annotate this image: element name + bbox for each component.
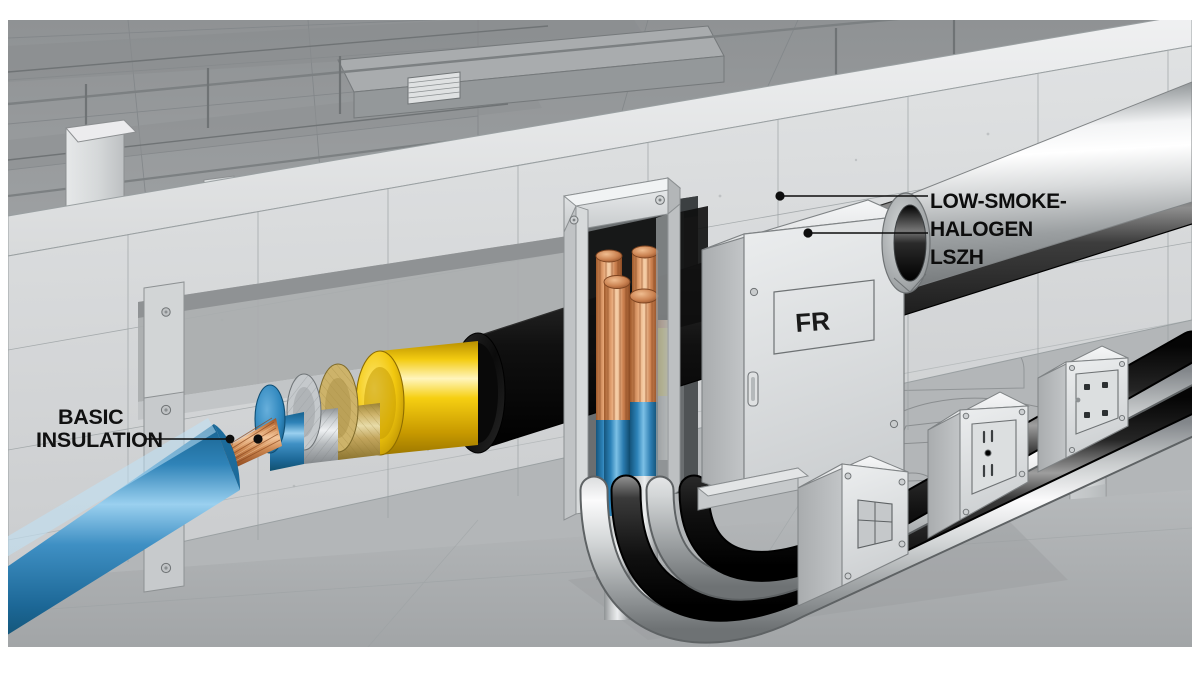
junction-box-3[interactable] bbox=[1037, 345, 1129, 473]
enclosure-handle[interactable] bbox=[747, 371, 759, 407]
plate-screw bbox=[160, 307, 172, 574]
faceplate-grid[interactable] bbox=[857, 499, 893, 549]
leader-dot bbox=[225, 434, 235, 444]
faceplate-socket[interactable] bbox=[971, 419, 1017, 495]
leader-dot bbox=[775, 191, 785, 201]
lszh-conduit-cutaway bbox=[881, 81, 1192, 294]
fr-nameplate bbox=[773, 279, 875, 355]
conduit-and-boxes: FR bbox=[579, 199, 1192, 644]
hvac-vent-grille bbox=[407, 71, 461, 105]
leader-dot bbox=[803, 228, 813, 238]
label-basic-insulation-line2: INSULATION bbox=[36, 428, 163, 452]
cable-cleat-bracket bbox=[562, 176, 682, 521]
annotation-layer: BASIC INSULATION LOW-SMOKE- HALOGEN LSZH bbox=[36, 190, 1067, 452]
fr-label: FR bbox=[794, 306, 831, 338]
junction-box-2[interactable] bbox=[927, 391, 1030, 539]
illustration-frame: FR bbox=[8, 20, 1192, 647]
label-basic-insulation-line1: BASIC bbox=[58, 405, 123, 429]
faceplate-fourpin[interactable] bbox=[1075, 369, 1119, 435]
label-lszh-line3: LSZH bbox=[930, 246, 984, 269]
label-lszh-line2: HALOGEN bbox=[930, 218, 1033, 241]
leader-basic-insulation bbox=[145, 434, 263, 444]
junction-box-1[interactable] bbox=[797, 455, 909, 607]
conduit-outer-sleeve bbox=[881, 81, 1192, 294]
leader-dot bbox=[253, 434, 263, 444]
label-lszh-line1: LOW-SMOKE- bbox=[930, 190, 1067, 213]
fr-enclosure[interactable]: FR bbox=[701, 199, 907, 499]
blue-cable-run bbox=[8, 418, 240, 635]
leader-lszh bbox=[775, 191, 928, 238]
